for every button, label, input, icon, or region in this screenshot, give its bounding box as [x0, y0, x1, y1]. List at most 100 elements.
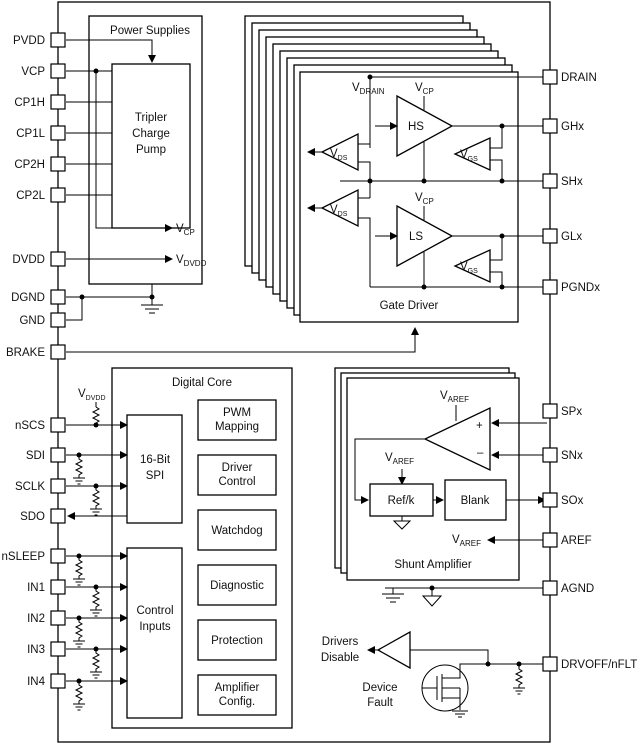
pwm-mapping-line2: Mapping	[215, 421, 259, 433]
in2-ground-icon	[73, 640, 85, 648]
pin-sox	[542, 492, 558, 508]
pin-label-dgnd: DGND	[11, 292, 45, 304]
pin-label-sox: SOx	[561, 495, 584, 507]
pin-sdo	[50, 508, 66, 524]
drain-node	[367, 74, 373, 80]
charge-pump-line3: Pump	[136, 144, 166, 156]
power-supplies-title: Power Supplies	[110, 25, 190, 37]
pin-label-gnd: GND	[19, 315, 45, 327]
pin-gnd	[50, 312, 66, 328]
pwm-mapping-line1: PWM	[223, 407, 251, 419]
driver-control-line1: Driver	[222, 462, 253, 474]
pin-label-drvoff-nflt: DRVOFF/nFLT	[561, 659, 637, 671]
hs-vds-in2	[358, 161, 371, 181]
pin-dgnd	[50, 289, 66, 305]
pwm-mapping-box	[197, 399, 277, 441]
shunt-amplifier-block	[346, 377, 520, 581]
pin-pgndx	[542, 279, 558, 295]
ls-label: LS	[409, 231, 423, 243]
shx-node-3	[499, 178, 505, 184]
blank-label: Blank	[461, 495, 490, 507]
pin-nscs	[50, 417, 66, 433]
amplifier-config-line2: Config.	[219, 696, 255, 708]
protection-label: Protection	[211, 635, 263, 647]
drvoff-internal-wire	[410, 649, 489, 664]
pin-cp2h	[50, 156, 66, 172]
pin-label-in2: IN2	[27, 613, 45, 625]
pin-cp1l	[50, 125, 66, 141]
in4-pulldown-resistor	[74, 681, 84, 704]
driver-control-box	[197, 454, 277, 496]
pin-label-brake: BRAKE	[6, 347, 45, 359]
core-function-boxes: PWM Mapping Driver Control Watchdog Diag…	[197, 399, 277, 716]
pin-label-ghx: GHx	[561, 121, 584, 133]
pin-label-aref: AREF	[561, 535, 592, 547]
blank-block	[444, 479, 507, 521]
pin-label-snx: SNx	[561, 450, 583, 462]
pin-in1	[50, 579, 66, 595]
spi-block	[126, 414, 183, 524]
pin-label-sdo: SDO	[20, 511, 45, 523]
ls-vds-in2	[358, 217, 371, 287]
drivers-disable-line2: Disable	[321, 652, 359, 664]
opamp-minus: –	[477, 447, 484, 459]
pin-label-in1: IN1	[27, 582, 45, 594]
pin-label-in3: IN3	[27, 644, 45, 656]
shunt-opamp	[423, 406, 491, 472]
pin-label-pvdd: PVDD	[13, 35, 45, 47]
nsleep-ground-icon	[73, 578, 85, 586]
device-fault-line1: Device	[362, 682, 397, 694]
charge-pump-block	[111, 63, 191, 229]
control-inputs-line2: Inputs	[139, 621, 171, 633]
pin-brake	[50, 344, 66, 360]
pin-glx	[542, 228, 558, 244]
sdi-pulldown-resistor	[74, 455, 84, 478]
pin-label-in4: IN4	[27, 676, 46, 688]
pin-label-glx: GLx	[561, 231, 582, 243]
hs-vds-comparator	[320, 132, 359, 172]
in4-ground-icon	[73, 703, 85, 711]
sclk-pulldown-resistor	[91, 486, 101, 509]
pin-label-sclk: SCLK	[15, 481, 45, 493]
pin-agnd	[542, 580, 558, 596]
shunt-amplifier-title: Shunt Amplifier	[394, 559, 472, 571]
diagnostic-box	[197, 564, 277, 606]
protection-box	[197, 619, 277, 661]
pin-drvoff-nflt	[542, 656, 558, 672]
drvoff-ground-icon	[513, 687, 525, 695]
pgnd-node-2	[499, 284, 505, 290]
amplifier-config-line1: Amplifier	[215, 682, 260, 694]
watchdog-label: Watchdog	[211, 525, 262, 537]
driver-control-line2: Control	[218, 476, 255, 488]
ps-ground-node	[149, 294, 155, 300]
pin-label-nsleep: nSLEEP	[2, 551, 46, 563]
ls-vds-comparator	[320, 188, 359, 228]
charge-pump-line2: Charge	[132, 128, 170, 140]
hs-vgs-in1	[490, 126, 503, 149]
pin-aref	[542, 532, 558, 548]
pvdd-wire	[66, 39, 156, 63]
left-pin-column: PVDDVCPCP1HCP1LCP2HCP2LDVDDDGNDGNDBRAKEn…	[2, 32, 66, 689]
ls-vgs-in2	[490, 271, 503, 287]
pin-drain	[542, 69, 558, 85]
refk-ground-icon	[392, 520, 412, 530]
pin-shx	[542, 173, 558, 189]
watchdog-box	[197, 509, 277, 551]
in3-ground-icon	[90, 671, 102, 679]
spi-line1: 16-Bit	[140, 454, 171, 466]
refk-label: Ref/k	[388, 495, 415, 507]
pin-nsleep	[50, 548, 66, 564]
pin-in2	[50, 610, 66, 626]
right-pin-column: DRAINGHxSHxGLxPGNDxSPxSNxSOxAREFAGNDDRVO…	[542, 69, 637, 672]
nsleep-pulldown-resistor	[74, 556, 84, 579]
opamp-plus: +	[476, 420, 483, 432]
pin-cp2l	[50, 187, 66, 203]
pin-sclk	[50, 478, 66, 494]
pin-label-cp2h: CP2H	[14, 159, 45, 171]
hs-vgs-in2	[490, 159, 503, 181]
fault-transistor-icon	[421, 663, 488, 718]
opamp-out-wire	[354, 438, 425, 504]
drvoff-pulldown-resistor	[514, 664, 524, 688]
pin-label-cp1l: CP1L	[16, 128, 45, 140]
